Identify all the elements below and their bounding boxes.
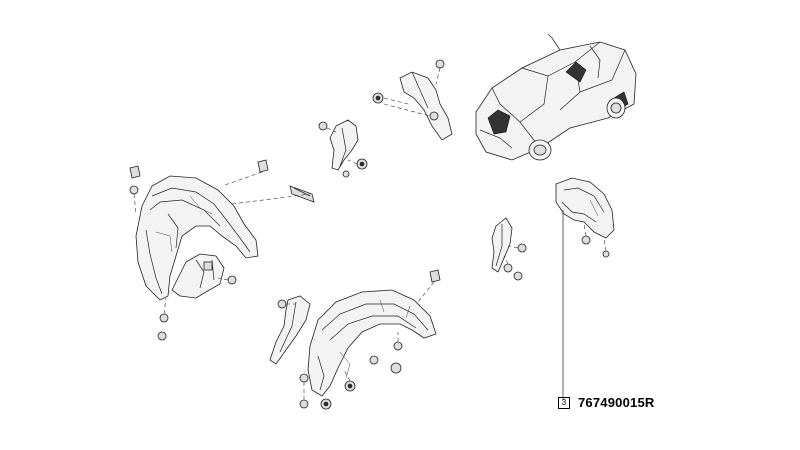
vehicle-locator-illustration bbox=[475, 33, 637, 161]
rear-wheel-arch-liner bbox=[307, 289, 437, 397]
side-mounting-bracket bbox=[491, 217, 527, 281]
front-liner-support-bracket bbox=[171, 253, 237, 299]
rear-liner-side-bracket bbox=[269, 295, 311, 365]
center-mounting-bracket bbox=[318, 119, 368, 178]
front-liner-fasteners bbox=[129, 159, 311, 341]
seal-strip bbox=[289, 185, 315, 203]
mud-flap-part bbox=[555, 177, 615, 400]
upper-front-bracket bbox=[372, 59, 453, 141]
callout-index-box: 3 bbox=[558, 396, 570, 409]
rear-liner-fasteners bbox=[299, 269, 441, 410]
part-callout: 3 767490015R bbox=[558, 395, 654, 410]
part-number-label: 767490015R bbox=[578, 395, 655, 410]
front-wheel-arch-liner bbox=[135, 175, 259, 301]
